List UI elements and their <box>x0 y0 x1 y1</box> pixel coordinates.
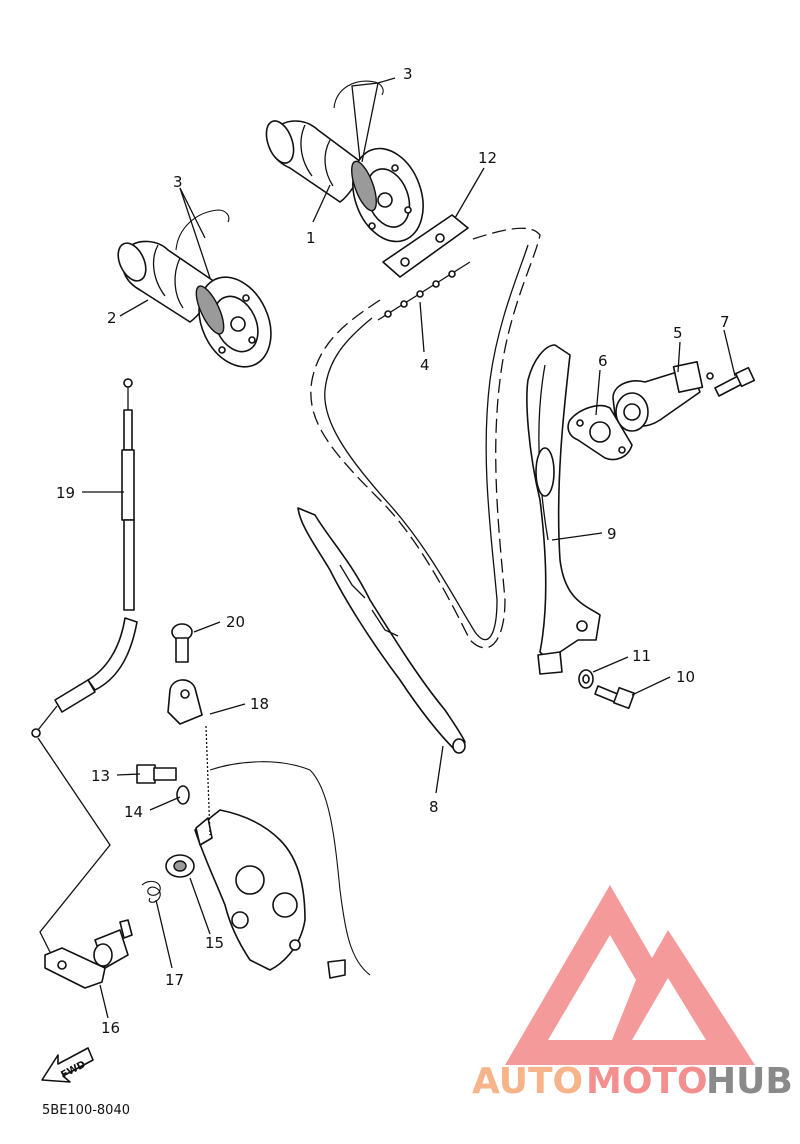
label-2: 2 <box>107 309 117 327</box>
label-4: 4 <box>420 356 430 374</box>
bolt-13 <box>136 764 177 784</box>
guide-bolt <box>594 685 636 710</box>
label-11: 11 <box>632 647 651 665</box>
watermark-auto-text: AUTO <box>472 1061 583 1102</box>
watermark-triangle <box>505 885 755 1065</box>
chain-tensioner-guide <box>526 344 601 675</box>
camshaft-clip-upper <box>333 80 384 109</box>
label-5: 5 <box>673 324 683 342</box>
label-6: 6 <box>598 352 608 370</box>
label-15: 15 <box>205 934 224 952</box>
label-3-lower: 3 <box>173 173 183 191</box>
decompression-lever <box>167 679 203 725</box>
label-14: 14 <box>124 803 143 821</box>
decompression-shaft <box>44 919 133 989</box>
label-9: 9 <box>607 525 617 543</box>
cam-chain-links <box>377 261 471 321</box>
chain-tensioner <box>612 360 714 432</box>
chain-guide-upper <box>382 214 469 278</box>
label-8: 8 <box>429 798 439 816</box>
label-18: 18 <box>250 695 269 713</box>
label-17: 17 <box>165 971 184 989</box>
diagram-code: 5BE100-8040 <box>42 1103 130 1118</box>
label-12: 12 <box>478 149 497 167</box>
watermark-hub-text: HUB <box>706 1061 793 1102</box>
cable-route-line <box>37 737 111 953</box>
label-20: 20 <box>226 613 245 631</box>
label-3-upper: 3 <box>403 65 413 83</box>
label-7: 7 <box>720 313 730 331</box>
camshaft-intake <box>117 240 272 368</box>
tensioner-bolt <box>714 366 756 397</box>
label-13: 13 <box>91 767 110 785</box>
watermark-moto-text: MOTO <box>586 1061 708 1102</box>
label-19: 19 <box>56 484 75 502</box>
spring-17 <box>141 880 161 903</box>
label-10: 10 <box>676 668 695 686</box>
decompression-cable <box>31 378 138 738</box>
part-labels: 1 2 3 3 4 5 6 7 8 9 10 11 12 13 14 15 16… <box>56 65 730 1037</box>
washer-14 <box>176 785 190 805</box>
camshaft-exhaust <box>265 120 424 243</box>
label-16: 16 <box>101 1019 120 1037</box>
chain-guide-stationary <box>297 507 466 754</box>
camshaft-clip-lower <box>175 209 230 251</box>
label-1: 1 <box>306 229 316 247</box>
guide-washer <box>578 669 594 689</box>
fwd-arrow: FWD <box>41 1047 94 1083</box>
bolt-20 <box>171 623 193 663</box>
watermark-logo: AUTO MOTO HUB <box>472 885 793 1102</box>
collar-15 <box>165 854 195 878</box>
cam-chain <box>310 227 541 649</box>
cylinder-head-cover <box>194 761 371 979</box>
leader-lines <box>82 77 736 1019</box>
tensioner-gasket <box>567 404 633 461</box>
